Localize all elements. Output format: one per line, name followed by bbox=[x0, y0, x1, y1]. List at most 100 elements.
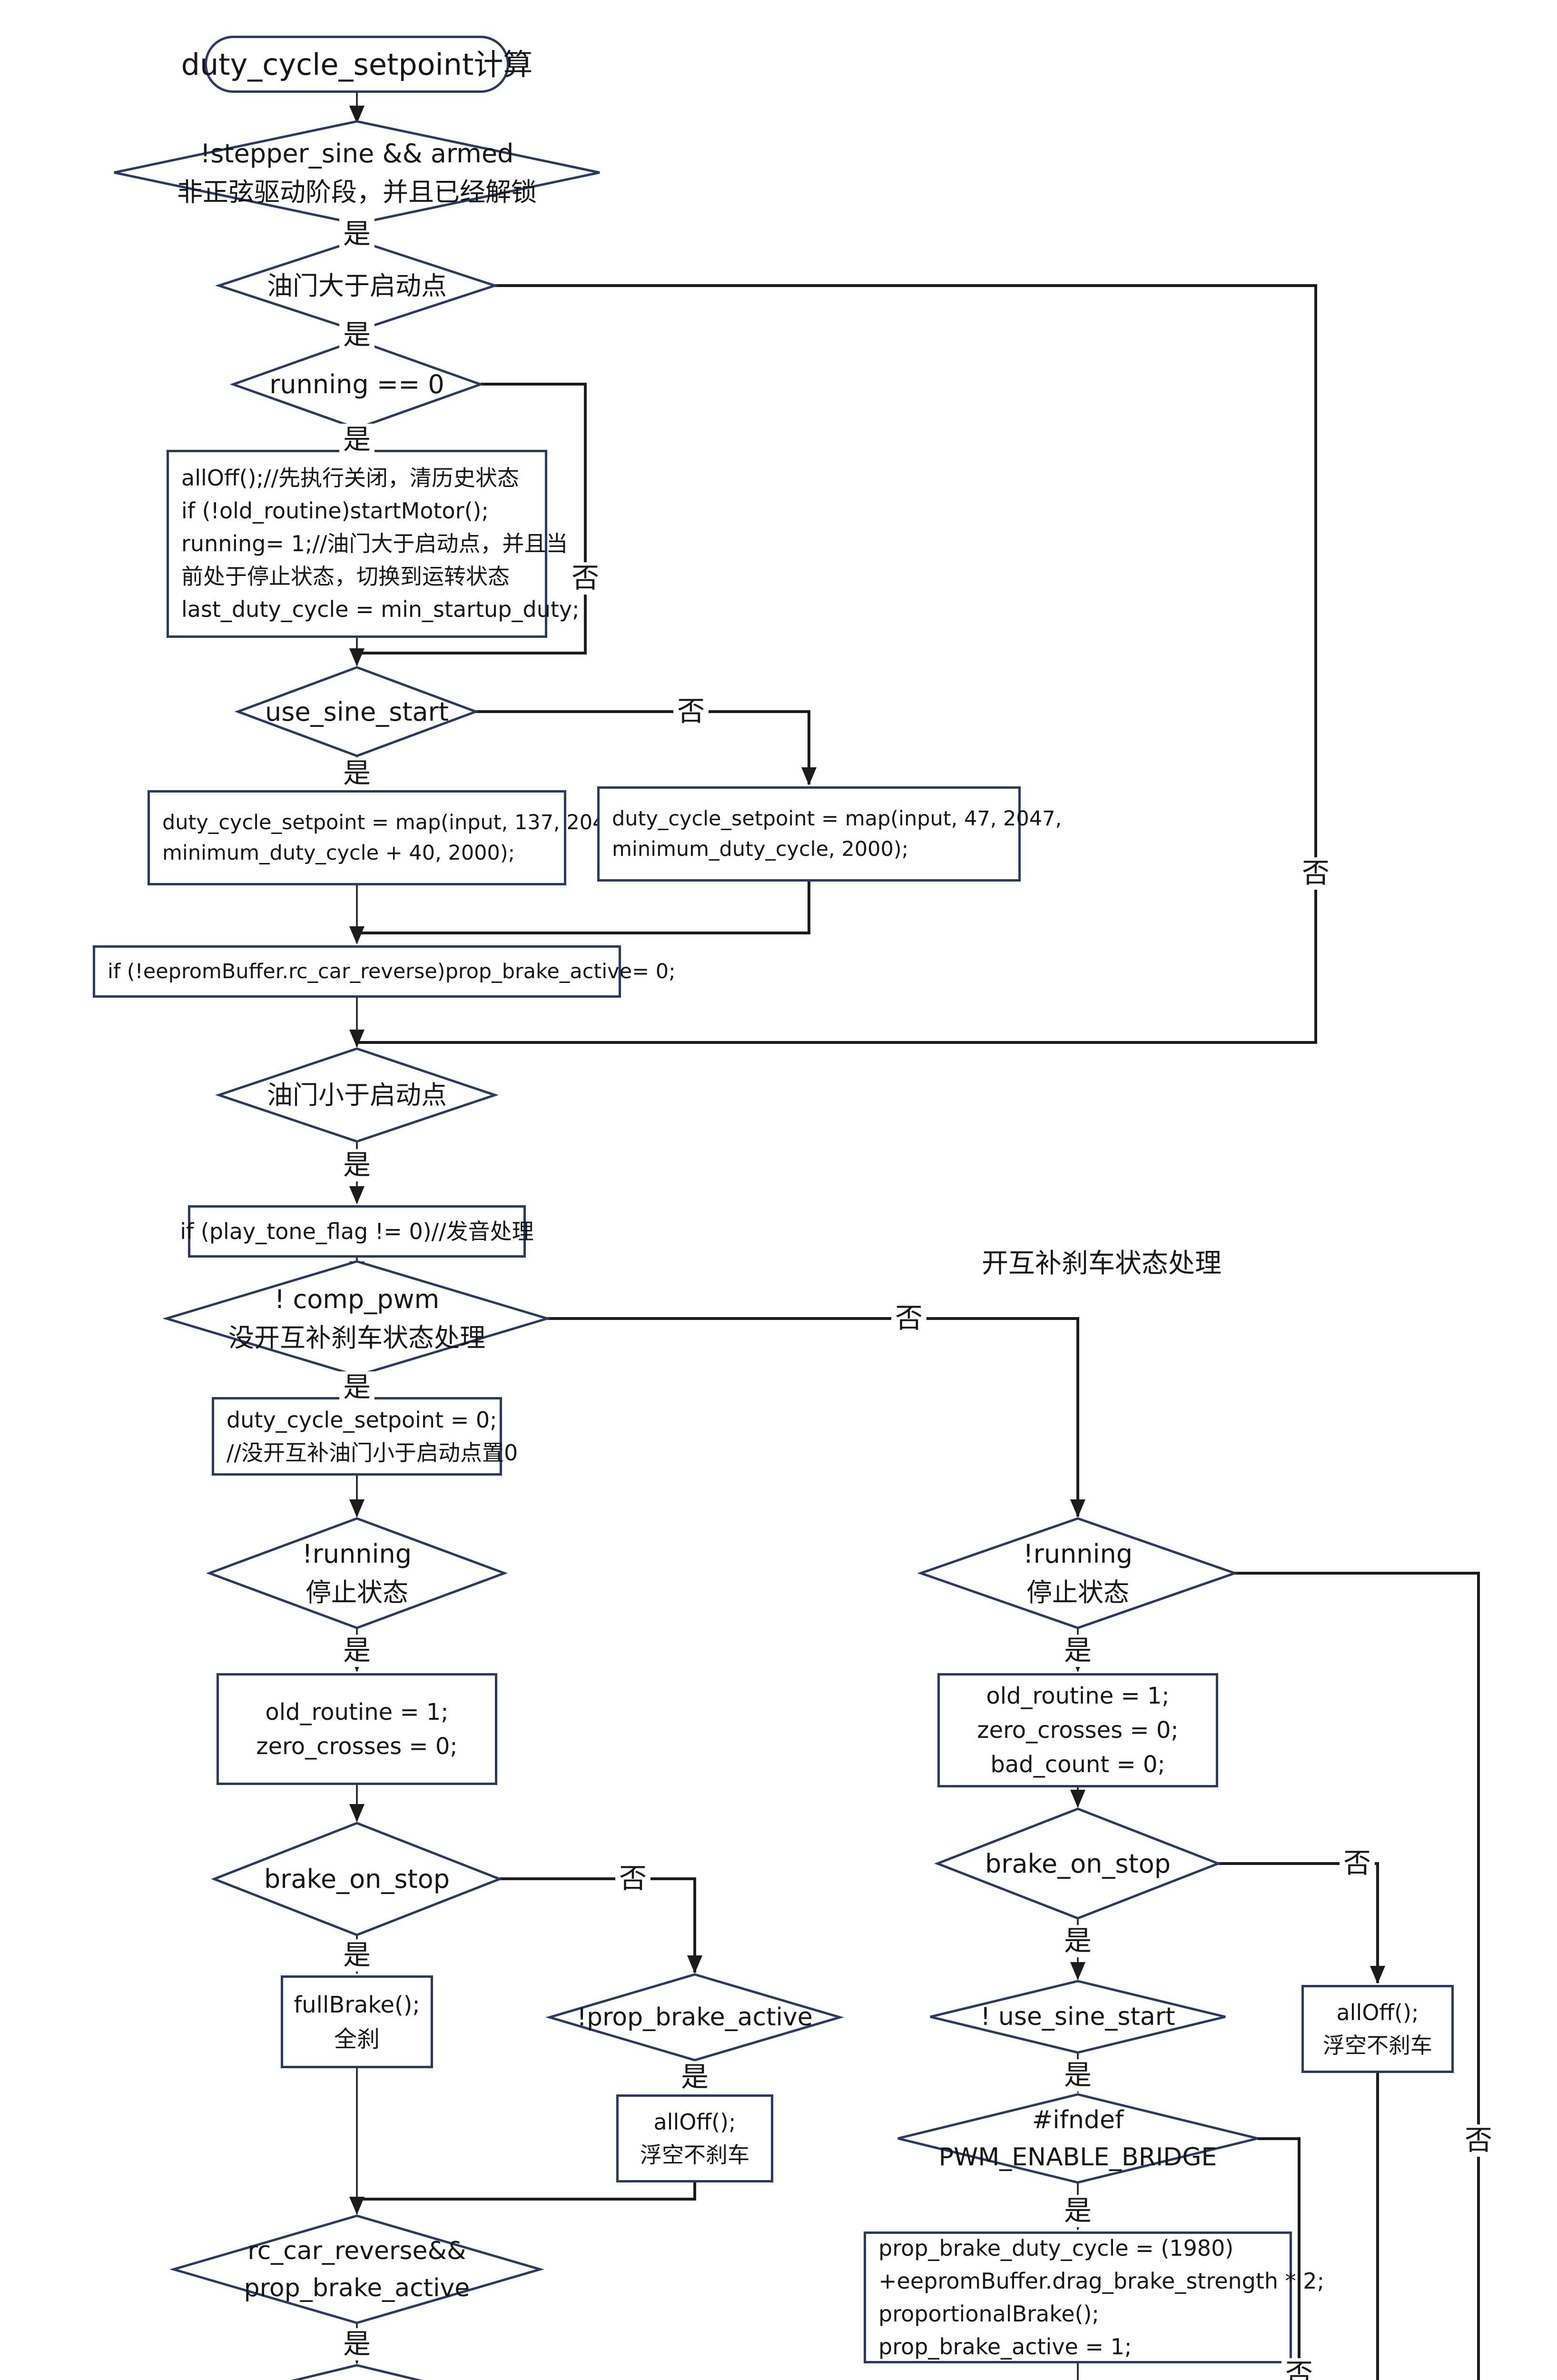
process-fullbrake-left-1-text-line: fullBrake(); bbox=[294, 1991, 420, 2018]
process-play-tone: if (play_tone_flag != 0)//发音处理 bbox=[180, 1205, 534, 1258]
branch-label-usesine-no: 否 bbox=[673, 695, 709, 728]
decision-brake-on-stop-left-text-line: brake_on_stop bbox=[264, 1864, 450, 1894]
decision-not-running-left-text-line: !running bbox=[302, 1539, 412, 1569]
branch-label-brakel-no: 否 bbox=[615, 1863, 651, 1895]
process-alloff-startmotor: allOff();//先执行关闭，清历史状态 if (!old_routine)s… bbox=[167, 450, 580, 638]
decision-ifndef-pwm-bridge-right-text-line: PWM_ENABLE_BRIDGE bbox=[938, 2142, 1217, 2172]
decision-not-comp-pwm-text-line: ! comp_pwm bbox=[274, 1284, 440, 1314]
decision-throttle-below-start: 油门小于启动点 bbox=[219, 1049, 495, 1141]
branch-label-ifndefr-no: 否 bbox=[1281, 2358, 1317, 2380]
process-eeprom-rc-car-reverse-text-line: if (!eepromBuffer.rc_car_reverse)prop_br… bbox=[108, 959, 676, 983]
edge-running0-no bbox=[357, 383, 587, 654]
decision-not-use-sine-start-shape bbox=[930, 1980, 1226, 2054]
decision-running-eq-0: running == 0 bbox=[233, 340, 481, 428]
process-alloff-left: allOff(); 浮空不刹车 bbox=[616, 2094, 773, 2182]
branch-label-brakel-yes: 是 bbox=[339, 1939, 375, 1972]
process-old-routine-right-text-line: old_routine = 1; bbox=[986, 1683, 1170, 1709]
edge-usesine-no bbox=[476, 710, 817, 785]
decision-rc-car-reverse-prop: rc_car_reverse&& prop_brake_active bbox=[174, 2216, 540, 2323]
branch-label-notrunningl-yes: 是 bbox=[339, 1635, 375, 1667]
decision-not-running-right-shape bbox=[917, 1517, 1239, 1629]
decision-rc-car-reverse-prop-text-line: prop_brake_active bbox=[244, 2273, 470, 2302]
process-prop-brake-1980: prop_brake_duty_cycle = (1980)+eepromBuf… bbox=[864, 2231, 1324, 2363]
decision-ifndef-pwm-bridge-right-shape bbox=[897, 2093, 1258, 2184]
branch-label-throttlehi-no: 否 bbox=[1298, 857, 1334, 890]
process-map-sine-text-line: minimum_duty_cycle + 40, 2000); bbox=[162, 841, 515, 865]
branch-label-armed-yes: 是 bbox=[339, 218, 375, 250]
decision-not-use-sine-start-text-line: ! use_sine_start bbox=[980, 2003, 1175, 2031]
decision-use-sine-start: use_sine_start bbox=[238, 667, 476, 756]
branch-label-notpropl-yes: 是 bbox=[677, 2061, 713, 2093]
process-alloff-left-text-line: allOff(); bbox=[653, 2109, 736, 2135]
process-map-sine-text-line: duty_cycle_setpoint = map(input, 137, 20… bbox=[162, 810, 625, 834]
decision-not-prop-brake-active-left-text-line: !prop_brake_active bbox=[577, 2003, 813, 2032]
process-eeprom-rc-car-reverse: if (!eepromBuffer.rc_car_reverse)prop_br… bbox=[93, 945, 676, 998]
edge-braker-no bbox=[1218, 1862, 1385, 1984]
decision-brake-on-stop-right-shape bbox=[934, 1807, 1222, 1920]
process-alloff-startmotor-text-line: if (!old_routine)startMotor(); bbox=[181, 498, 489, 524]
decision-not-prop-brake-active-left: !prop_brake_active bbox=[550, 1974, 840, 2060]
annotation-comp-brake-section-text-line: 开互补刹车状态处理 bbox=[982, 1248, 1222, 1279]
decision-throttle-below-start-shape bbox=[215, 1047, 499, 1143]
decision-not-use-sine-start: ! use_sine_start bbox=[930, 1981, 1225, 2053]
process-alloff-left-text-line: 浮空不刹车 bbox=[640, 2142, 749, 2168]
process-alloff-startmotor-text-line: running= 1;//油门大于启动点，并且当 bbox=[181, 531, 568, 556]
start-terminal: duty_cycle_setpoint计算 bbox=[181, 36, 532, 93]
process-prop-brake-1980-text-line: prop_brake_active = 1; bbox=[878, 2333, 1132, 2360]
edge-brakel-no bbox=[500, 1877, 702, 1973]
edge-alloffl-merge bbox=[357, 2182, 696, 2201]
process-map-nosine: duty_cycle_setpoint = map(input, 47, 204… bbox=[597, 786, 1062, 882]
edge-comppwm-no bbox=[547, 1317, 1085, 1517]
process-alloff-right-text-line: 浮空不刹车 bbox=[1323, 2032, 1432, 2058]
branch-label-notrunningr-yes: 是 bbox=[1060, 1635, 1096, 1667]
edge-throttlehi-no-feedback bbox=[357, 284, 1317, 1044]
branch-label-throttlelo-yes: 是 bbox=[339, 1149, 375, 1181]
decision-throttle-above-start: 油门大于启动点 bbox=[219, 240, 495, 331]
branch-label-braker-no: 否 bbox=[1339, 1847, 1375, 1880]
process-play-tone-text-line: if (play_tone_flag != 0)//发音处理 bbox=[180, 1218, 534, 1244]
decision-not-prop-brake-active-left-shape bbox=[545, 1973, 844, 2062]
process-prop-brake-1980-text-line: +eepromBuffer.drag_brake_strength * 2; bbox=[878, 2268, 1325, 2294]
process-fullbrake-left-1: fullBrake(); 全刹 bbox=[281, 1975, 433, 2068]
process-old-routine-left-text-line: zero_crosses = 0; bbox=[256, 1733, 458, 1760]
process-old-routine-right-text-line: bad_count = 0; bbox=[990, 1751, 1165, 1778]
process-alloff-startmotor-text-line: 前处于停止状态，切换到运转状态 bbox=[181, 564, 510, 589]
process-alloff-startmotor-text-line: allOff();//先执行关闭，清历史状态 bbox=[181, 465, 520, 491]
branch-label-comppwm-no: 否 bbox=[891, 1302, 927, 1335]
branch-label-notusesine-yes: 是 bbox=[1060, 2059, 1096, 2092]
branch-label-ifndefr-yes: 是 bbox=[1060, 2195, 1096, 2227]
decision-stepper-sine-armed-text-line: 非正弦驱动阶段，并且已经解锁 bbox=[177, 177, 537, 207]
branch-label-running0-yes: 是 bbox=[339, 424, 375, 456]
decision-ifndef-pwm-bridge-left-shape bbox=[291, 2364, 423, 2380]
decision-ifndef-pwm-bridge-right-text-line: #ifndef bbox=[1032, 2105, 1124, 2134]
process-map-nosine-text-line: duty_cycle_setpoint = map(input, 47, 204… bbox=[612, 806, 1062, 831]
process-map-nosine-text-line: minimum_duty_cycle, 2000); bbox=[612, 837, 909, 861]
process-old-routine-right-text-line: zero_crosses = 0; bbox=[977, 1717, 1179, 1744]
process-fullbrake-left-1-text-line: 全刹 bbox=[334, 2025, 380, 2053]
process-old-routine-left-text-line: old_routine = 1; bbox=[265, 1698, 449, 1726]
edge-notrunningr-no bbox=[1235, 1572, 1480, 2380]
decision-throttle-below-start-text-line: 油门小于启动点 bbox=[267, 1080, 447, 1110]
decision-stepper-sine-armed-text-line: !stepper_sine && armed bbox=[200, 138, 514, 169]
decision-running-eq-0-text-line: running == 0 bbox=[269, 369, 444, 399]
decision-brake-on-stop-right: brake_on_stop bbox=[937, 1809, 1218, 1918]
process-alloff-startmotor-text-line: last_duty_cycle = min_startup_duty; bbox=[181, 596, 580, 622]
decision-ifndef-pwm-bridge-left-text-line: #ifndef bbox=[311, 2372, 403, 2380]
decision-rc-car-reverse-prop-text-line: rc_car_reverse&& bbox=[247, 2236, 466, 2265]
branch-label-braker-yes: 是 bbox=[1060, 1925, 1096, 1957]
process-setpoint-zero-left-text-line: //没开互补油门小于启动点置0 bbox=[227, 1439, 518, 1466]
decision-use-sine-start-shape bbox=[234, 666, 480, 757]
edge-map2-down bbox=[357, 882, 810, 934]
process-old-routine-right: old_routine = 1; zero_crosses = 0; bad_cou… bbox=[937, 1673, 1218, 1787]
process-map-sine: duty_cycle_setpoint = map(input, 137, 20… bbox=[148, 790, 625, 885]
branch-label-usesine-yes: 是 bbox=[339, 757, 375, 790]
decision-not-running-left-shape bbox=[206, 1517, 508, 1629]
decision-rc-car-reverse-prop-shape bbox=[169, 2214, 544, 2324]
